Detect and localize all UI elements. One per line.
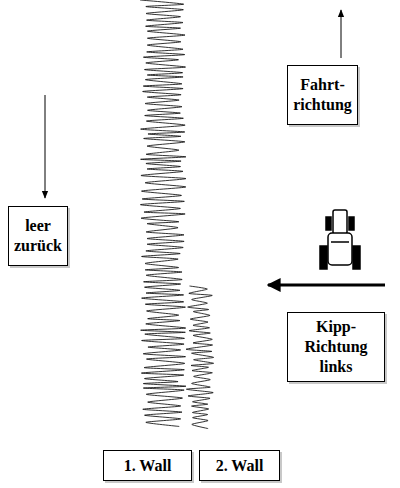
text-box: 1. Wall <box>103 450 192 481</box>
return-arrow <box>45 95 46 198</box>
box-label: Fahrt- richtung <box>292 75 353 115</box>
box-label: Kipp- Richtung links <box>292 317 380 377</box>
box-label: 1. Wall <box>124 456 172 476</box>
direction-arrow <box>341 10 342 58</box>
tractor-symbol <box>320 210 360 269</box>
text-box: leer zurück <box>8 206 68 266</box>
box-label: 2. Wall <box>216 456 264 476</box>
wall-scribble <box>186 286 214 429</box>
text-box: 2. Wall <box>199 450 280 481</box>
wall-scribble <box>140 0 186 426</box>
tipping-arrow <box>268 284 385 287</box>
box-label: leer zurück <box>13 216 63 256</box>
text-box: Fahrt- richtung <box>287 65 358 125</box>
text-box: Kipp- Richtung links <box>287 312 385 382</box>
